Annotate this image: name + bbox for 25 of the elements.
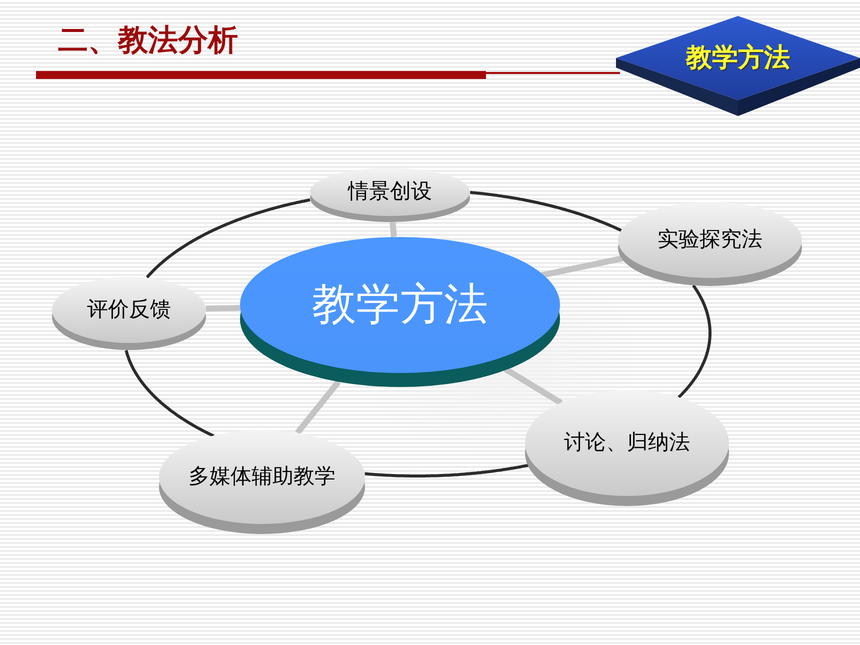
diamond-badge — [616, 16, 860, 116]
ring-connector — [146, 198, 310, 278]
ellipse-node — [310, 168, 470, 222]
ellipse-node — [525, 390, 729, 506]
ellipse-node — [52, 277, 206, 350]
node-label: 讨论、归纳法 — [564, 429, 690, 456]
ring-connector — [364, 464, 530, 478]
ring-connector — [470, 190, 624, 232]
node-label: 实验探究法 — [658, 226, 762, 254]
ellipse-node — [618, 202, 802, 286]
spoke-connector — [538, 255, 626, 278]
spoke-connector — [390, 220, 397, 240]
node-label: 情景创设 — [348, 178, 432, 206]
node-label: 教学方法 — [312, 278, 488, 332]
ellipse-node — [240, 237, 560, 387]
spoke-connector — [294, 379, 341, 436]
ellipse-node — [159, 430, 365, 534]
ring-connector — [678, 284, 712, 398]
spoke-connector — [204, 304, 242, 312]
slide-title: 二、教法分析 — [58, 26, 238, 56]
node-label: 多媒体辅助教学 — [188, 463, 336, 490]
node-label: 教学方法 — [686, 42, 790, 74]
spoke-connector — [502, 366, 564, 406]
node-label: 评价反馈 — [87, 296, 171, 324]
ring-connector — [124, 349, 214, 438]
